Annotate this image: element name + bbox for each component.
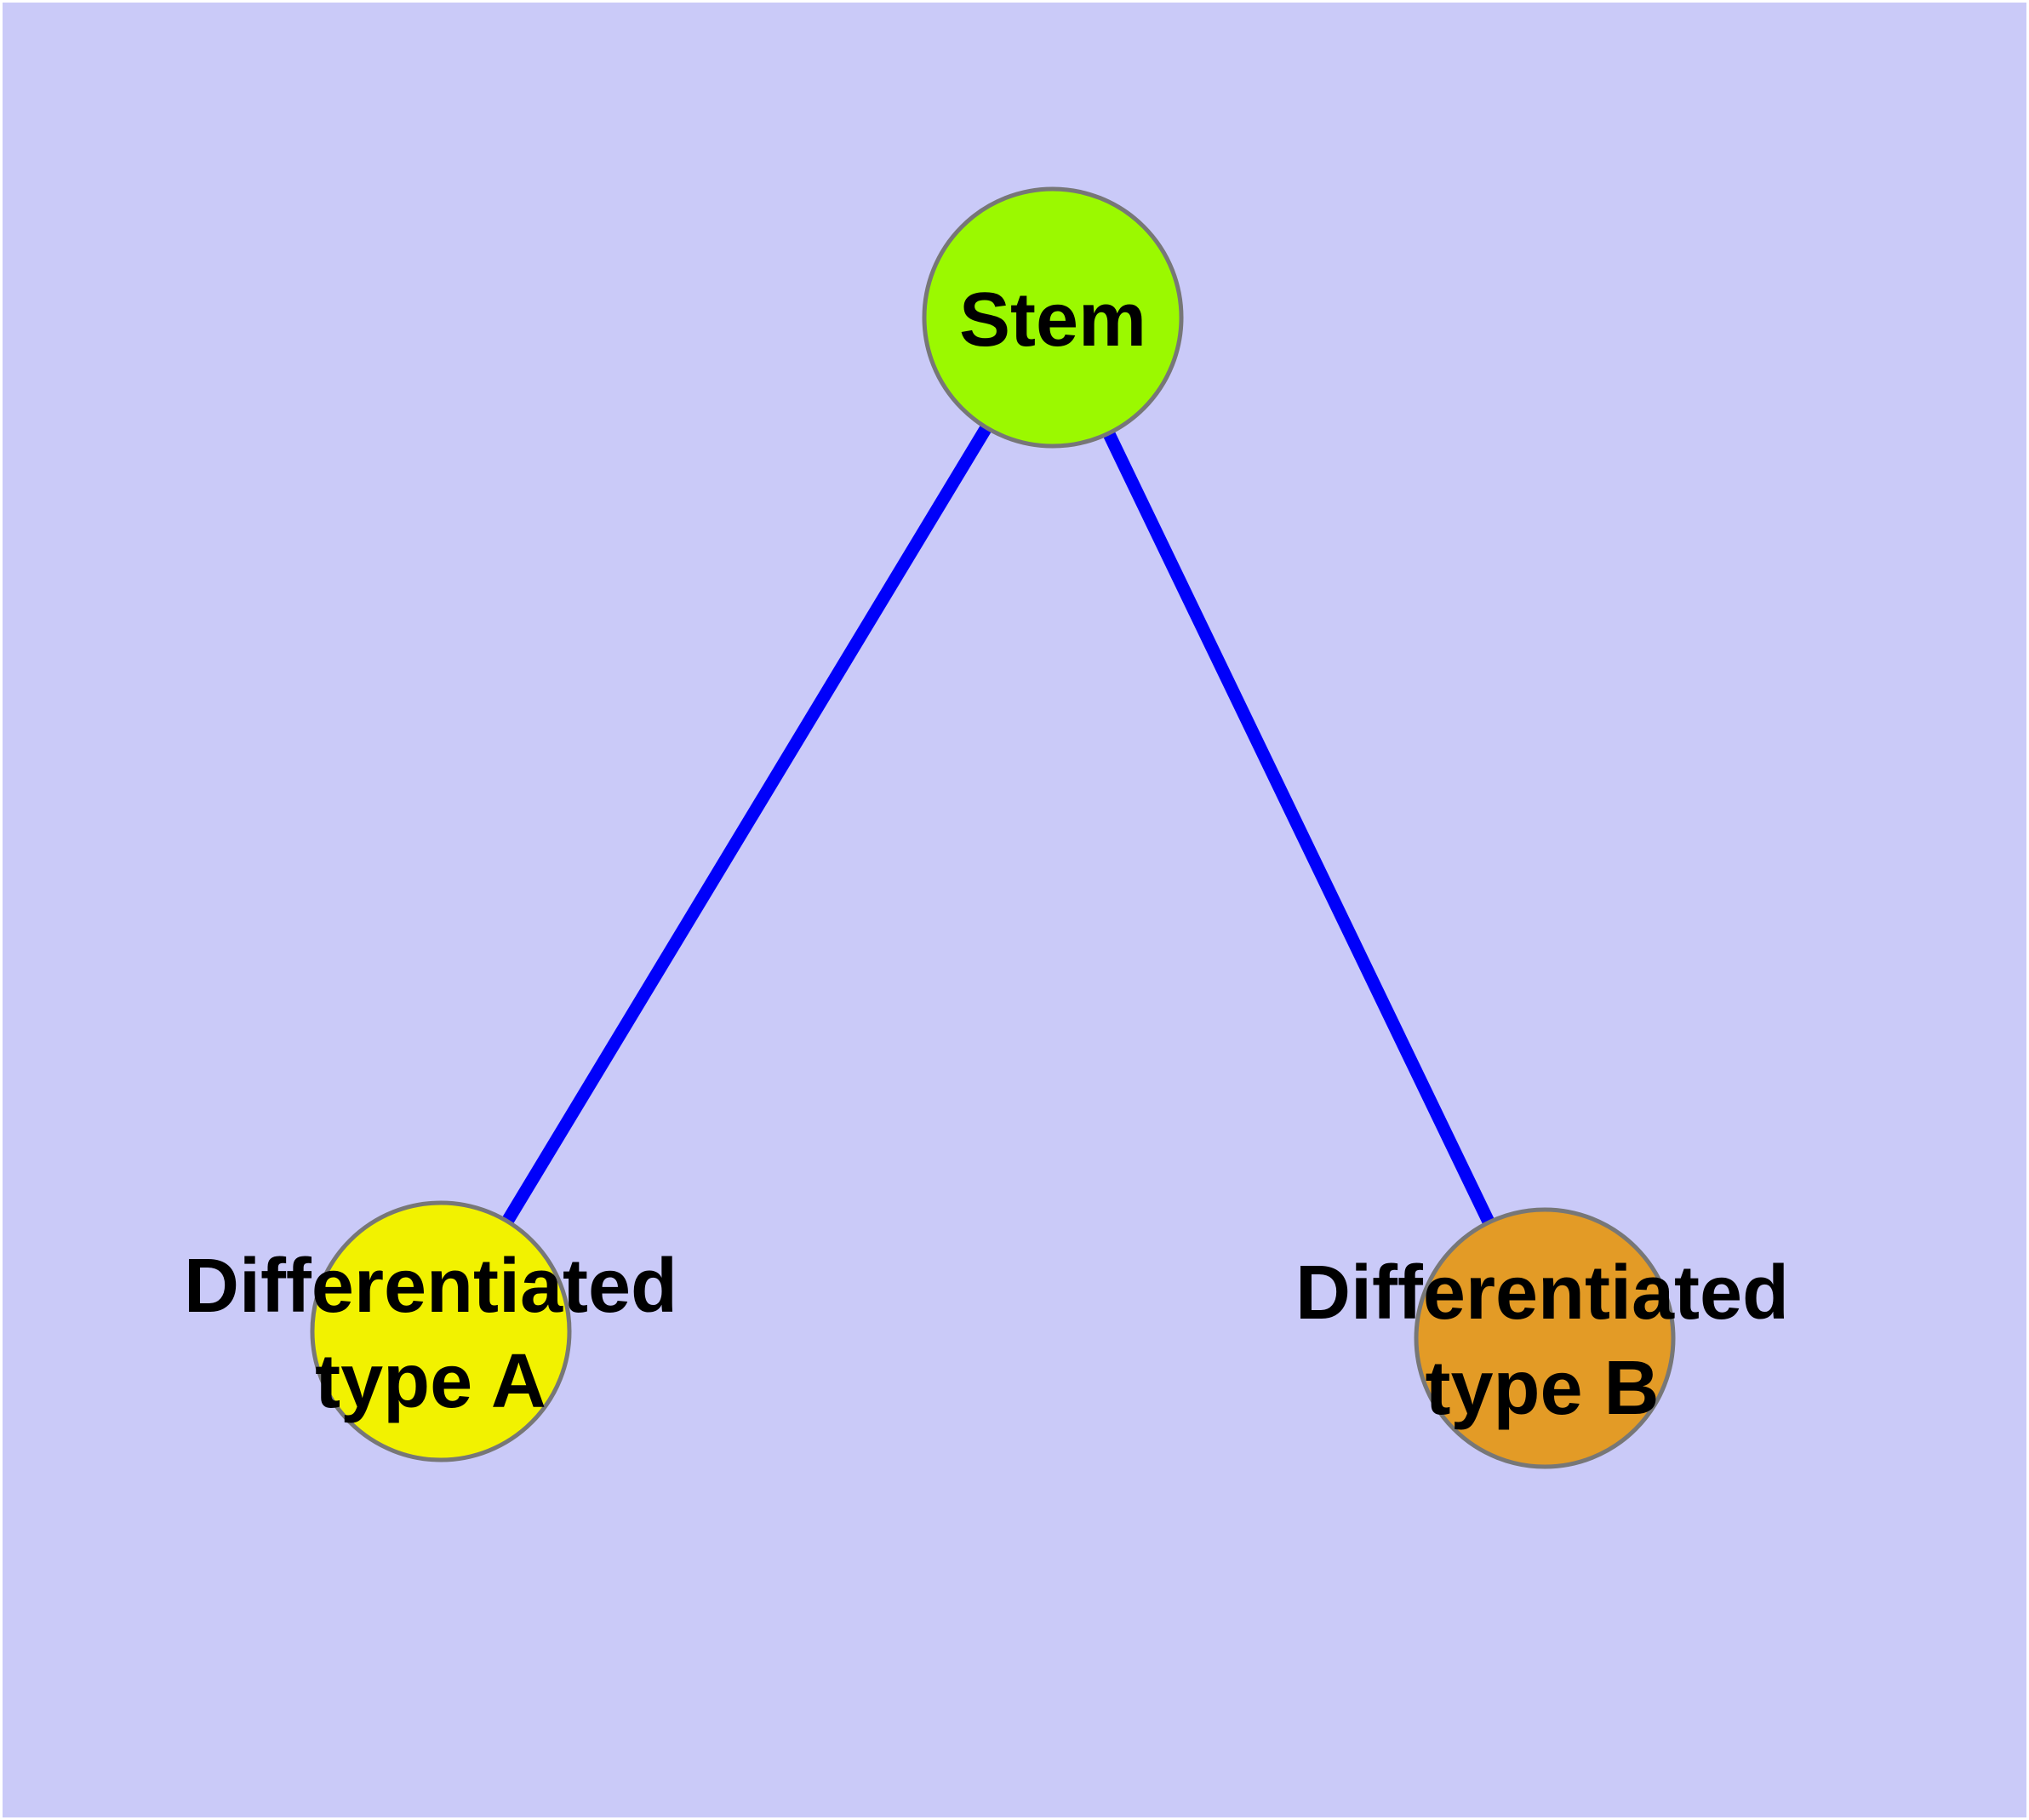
edges-layer — [501, 424, 1495, 1226]
node-differentiated-type-b-label-line2: type B — [1425, 1346, 1659, 1431]
edge-stem-to-differentiated-type-b — [1102, 430, 1495, 1226]
node-differentiated-type-b — [1414, 1207, 1676, 1469]
node-stem-label-line1: Stem — [959, 278, 1146, 363]
node-differentiated-type-a-label-line1: Differentiated — [184, 1244, 677, 1329]
nodes-layer — [310, 186, 1676, 1469]
node-differentiated-type-a-label-line2: type A — [315, 1339, 546, 1424]
node-stem — [922, 186, 1184, 449]
edge-stem-to-differentiated-type-a — [501, 424, 992, 1225]
node-differentiated-type-a — [310, 1200, 572, 1462]
node-differentiated-type-b-label-line1: Differentiated — [1295, 1251, 1789, 1336]
